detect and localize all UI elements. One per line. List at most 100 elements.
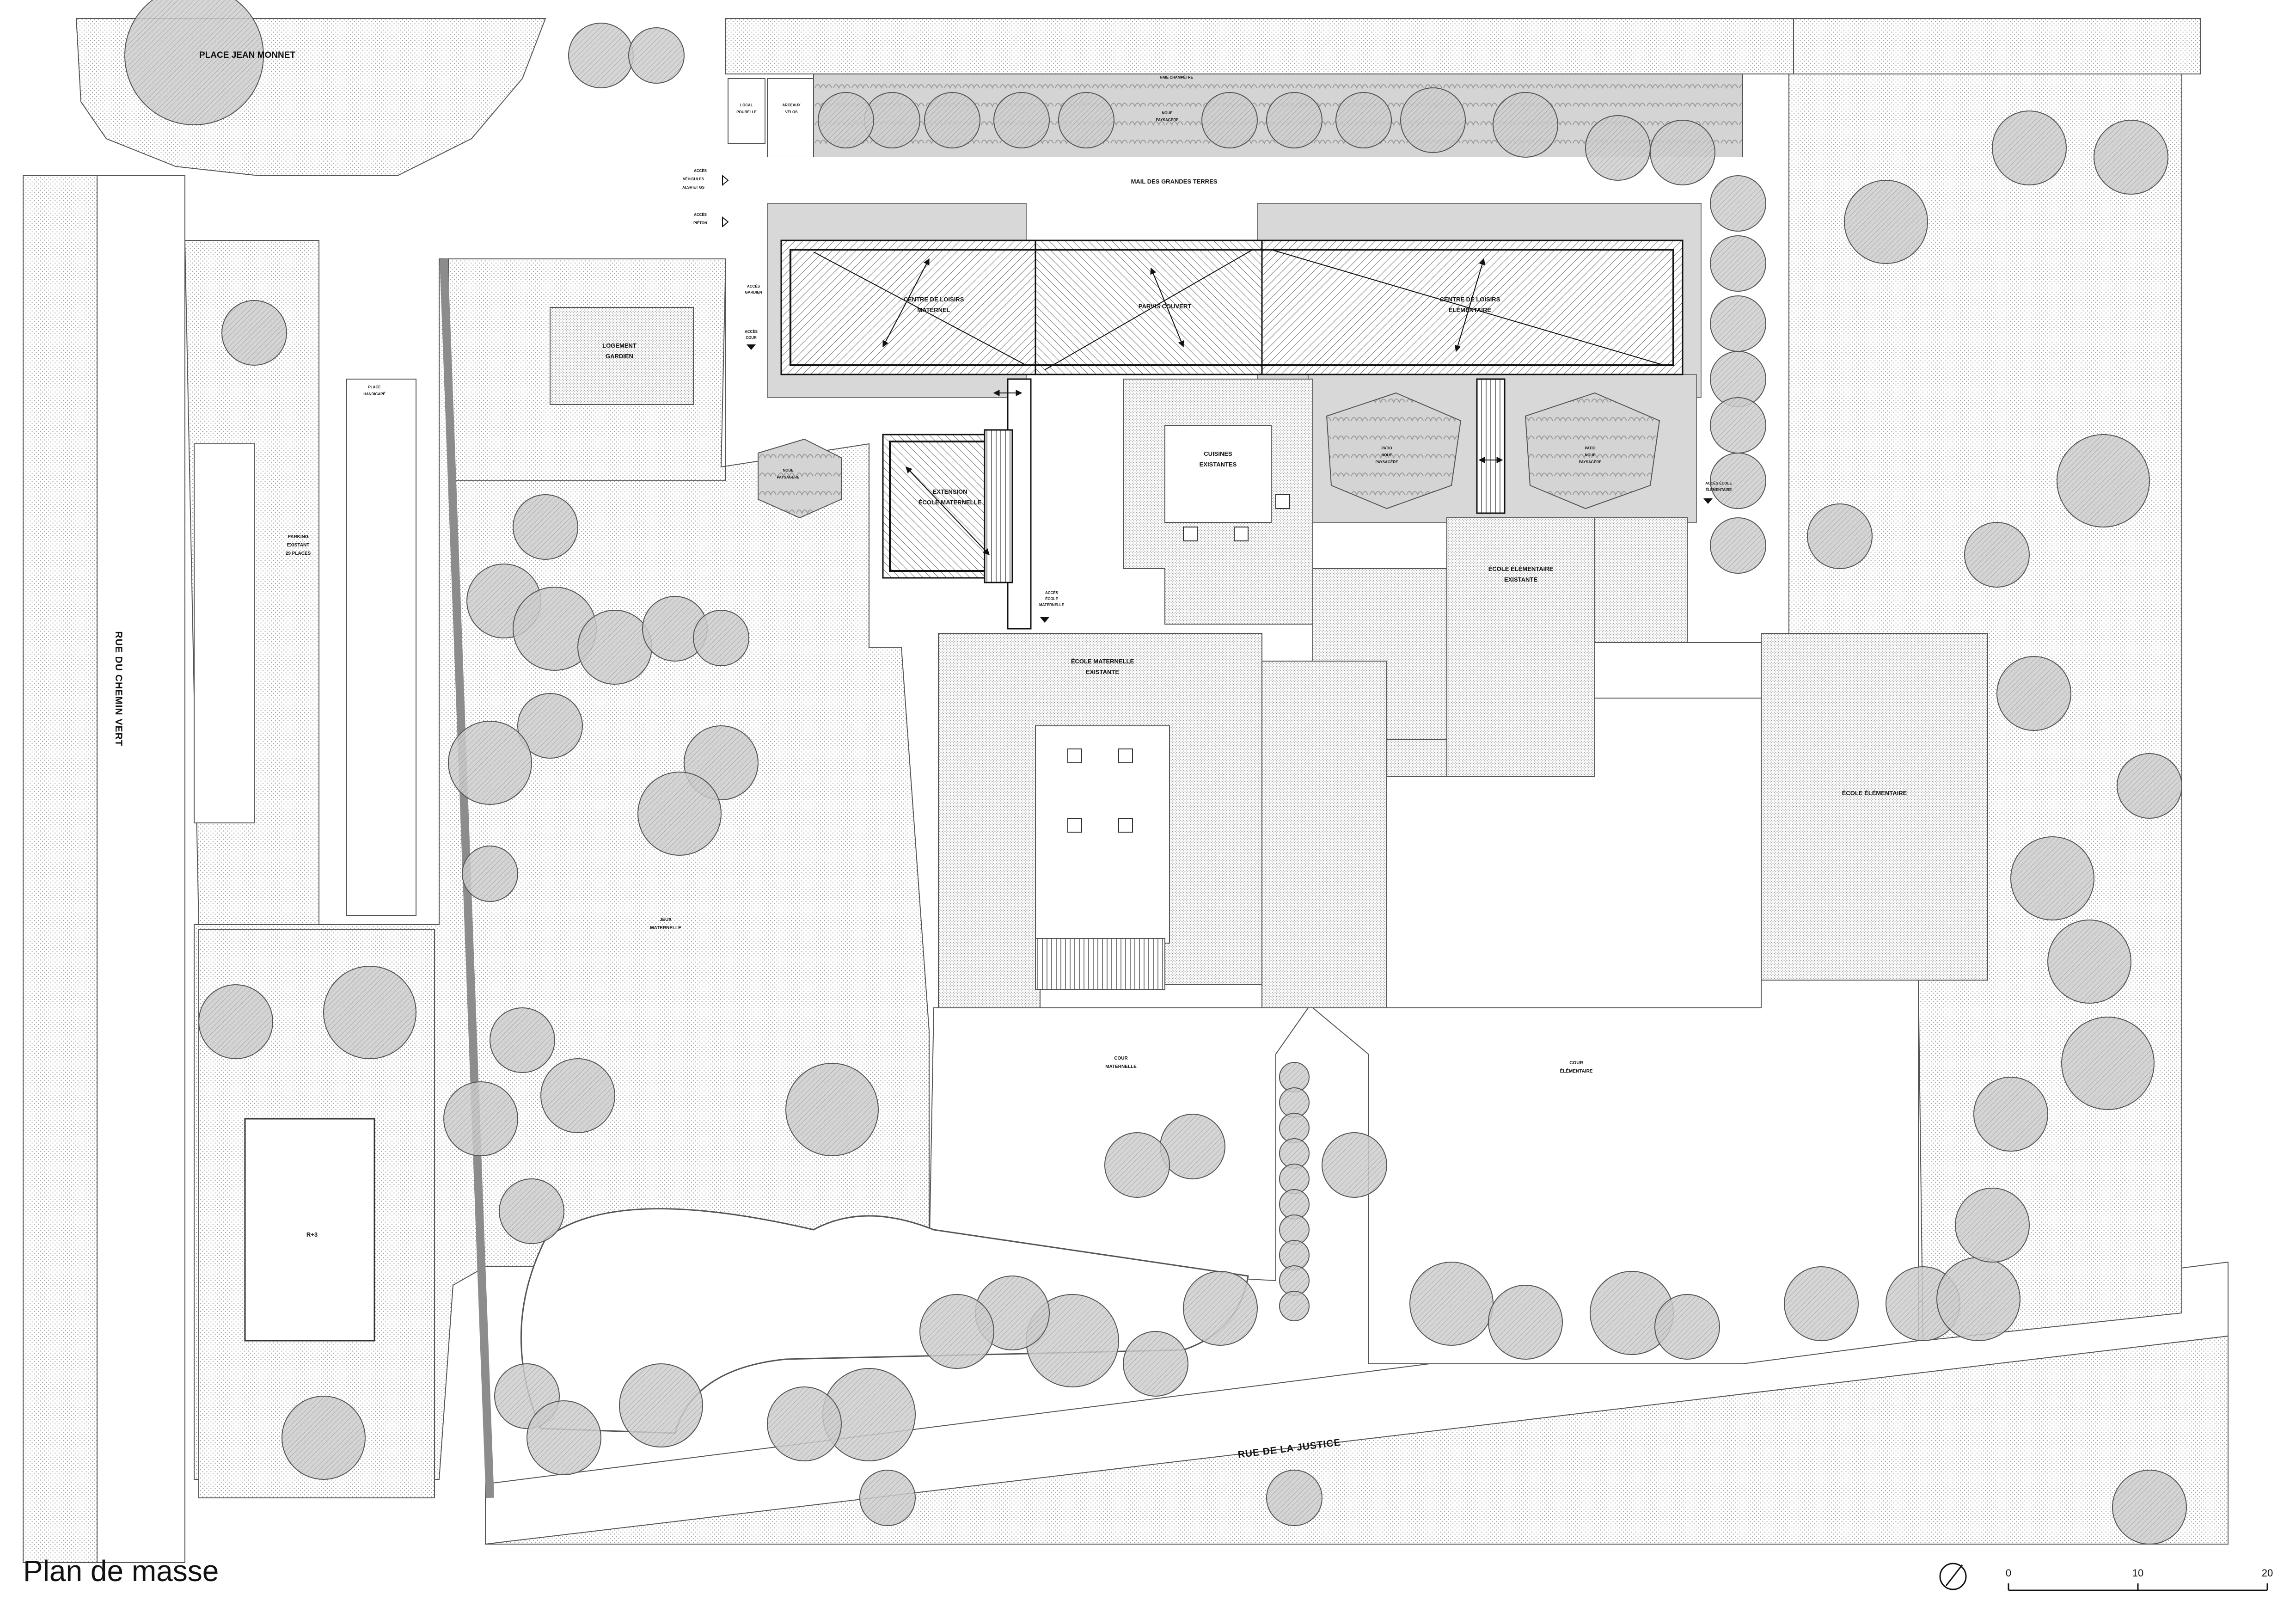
acces-vehicules-label-3: ALSH ET GS — [682, 185, 705, 190]
tree — [1335, 92, 1392, 148]
centre-elementaire-label-2: ÉLÉMENTAIRE — [1449, 307, 1492, 313]
ecole-elementaire-building — [1761, 633, 1988, 981]
noue-top-label-1: NOUE — [1162, 111, 1173, 115]
acces-vehicules-label-2: VÉHICULES — [683, 177, 704, 181]
north-arrow — [1939, 1563, 1967, 1590]
tree — [1279, 1291, 1310, 1321]
tree — [443, 1081, 518, 1156]
tree — [1058, 92, 1114, 148]
ecole-elementaire-connector — [1594, 642, 1762, 699]
ecole-elementaire-label: ÉCOLE ÉLÉMENTAIRE — [1842, 790, 1907, 797]
extension-label-1: EXTENSION — [932, 488, 967, 495]
acces-gardien-label-1: ACCÈS — [747, 284, 760, 288]
tree — [2047, 920, 2131, 1004]
haie-label: HAIE CHAMPÊTRE — [1160, 75, 1194, 80]
tree — [499, 1178, 564, 1244]
acces-pieton-label-1: ACCÈS — [694, 213, 707, 217]
patio-noue-1 — [1326, 392, 1462, 509]
tree — [1585, 115, 1651, 181]
tree — [517, 693, 583, 759]
parking-label-1: PARKING — [288, 534, 309, 540]
passage-ramp — [984, 429, 1013, 583]
cour-elementaire-label-1: COUR — [1569, 1061, 1583, 1066]
passage-elementaire — [1476, 378, 1506, 514]
place-jean-monnet-label: PLACE JEAN MONNET — [199, 50, 295, 60]
roof-ridge — [1044, 249, 1253, 370]
cour-maternelle-label-2: MATERNELLE — [1105, 1064, 1137, 1069]
skylight — [1067, 818, 1082, 833]
labels: PLACE JEAN MONNET RUE DU CHEMIN VERT RUE… — [113, 50, 1907, 1460]
ground-layer — [23, 18, 2229, 1563]
tree — [448, 721, 532, 805]
tree — [1784, 1266, 1859, 1341]
tree — [859, 1470, 916, 1526]
place-handicape-label-2: HANDICAPÉ — [363, 392, 386, 396]
patios — [758, 392, 1660, 519]
top-strip — [725, 18, 1794, 74]
tree — [2057, 434, 2150, 527]
logement-gardien-label-2: GARDIEN — [606, 353, 633, 360]
tree — [1183, 1271, 1258, 1346]
access-triangle — [722, 216, 729, 228]
parking-area — [194, 443, 255, 823]
wing-outline-inner — [790, 249, 1674, 366]
tree — [1493, 92, 1558, 158]
scale-tick-0: 0 — [2006, 1567, 2011, 1579]
parvis-label: PARVIS COUVERT — [1139, 303, 1191, 310]
tree — [221, 300, 287, 366]
patio2-label-2: NOUE — [1585, 453, 1596, 457]
tree — [1955, 1188, 2030, 1263]
access-triangle — [1040, 617, 1049, 623]
rue-chemin-vert-label: RUE DU CHEMIN VERT — [113, 631, 124, 746]
scale-tick-10: 10 — [2132, 1567, 2143, 1579]
tree — [323, 966, 416, 1059]
tree — [1936, 1257, 2020, 1341]
ecole-elementaire-wing — [1386, 739, 1447, 777]
ecole-maternelle-existante-label-1: ÉCOLE MATERNELLE — [1071, 658, 1134, 665]
acces-elementaire-label-1: ACCÈS ÉCOLE — [1705, 481, 1732, 485]
skylight — [1118, 748, 1133, 763]
centre-loisirs-maternel-roof — [780, 239, 1036, 375]
tree — [1654, 1294, 1720, 1360]
access-triangle — [722, 174, 729, 186]
ecole-elementaire-existante-main — [1446, 517, 1595, 777]
tree — [1123, 1331, 1188, 1397]
tree — [1807, 503, 1873, 569]
bottom-sidewalk — [485, 1335, 2229, 1545]
acces-cour-label-2: COUR — [746, 336, 757, 340]
parking-label-3: 29 PLACES — [286, 551, 311, 556]
local-poubelle-label-1: LOCAL — [740, 103, 753, 107]
noue-left-label-2: PAYSAGÈRE — [777, 475, 800, 479]
tree — [924, 92, 980, 148]
tree — [818, 92, 874, 148]
patio1-label-3: PAYSAGÈRE — [1376, 460, 1399, 464]
cuisines-label-1: CUISINES — [1204, 450, 1232, 457]
tree — [568, 23, 634, 88]
tree — [577, 610, 652, 685]
tree — [1973, 1077, 2048, 1152]
tree — [540, 1058, 615, 1133]
tree — [462, 846, 518, 902]
acces-maternelle-label-2: ÉCOLE — [1045, 597, 1058, 601]
noue-left-label-1: NOUE — [783, 468, 794, 472]
tree — [1488, 1285, 1563, 1360]
tree — [1650, 120, 1715, 185]
tree — [1710, 175, 1766, 232]
acces-maternelle-label-1: ACCÈS — [1045, 591, 1059, 595]
mail-label: MAIL DES GRANDES TERRES — [1131, 178, 1218, 185]
tree — [1710, 235, 1766, 292]
tree — [2061, 1017, 2155, 1110]
tree — [2094, 120, 2168, 195]
tree — [513, 494, 578, 560]
tree — [1409, 1262, 1494, 1346]
noue-left — [758, 438, 842, 519]
tree — [1266, 92, 1322, 148]
noue-top-label-2: PAYSAGÈRE — [1156, 118, 1179, 122]
r3-label: R+3 — [306, 1231, 318, 1238]
ecole-maternelle-inner — [1035, 725, 1170, 944]
local-poubelle-box — [728, 78, 765, 144]
tree — [619, 1363, 703, 1447]
skylight — [1067, 748, 1082, 763]
skylight — [1234, 527, 1249, 541]
